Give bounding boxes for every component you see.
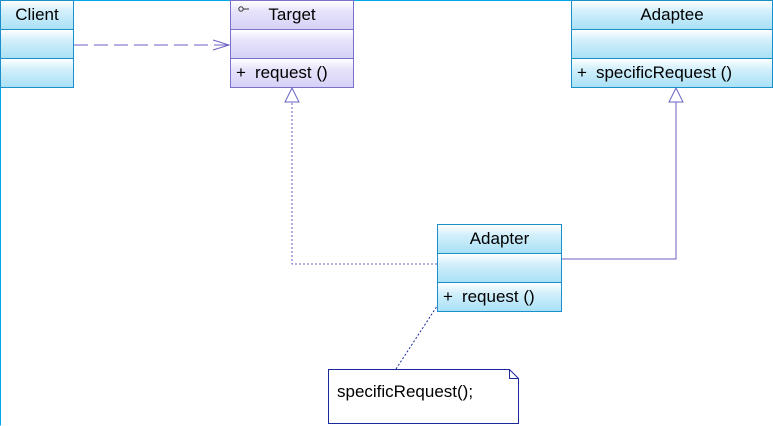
visibility: + xyxy=(236,63,246,82)
operation-name: request () xyxy=(461,287,535,306)
note[interactable]: specificRequest(); xyxy=(328,369,519,424)
attributes-compartment xyxy=(231,30,353,59)
interface-target[interactable]: Target + request () xyxy=(230,0,354,88)
operation-specific-request: + specificRequest () xyxy=(572,59,772,87)
note-text: specificRequest(); xyxy=(337,382,474,401)
operation-name: specificRequest () xyxy=(595,63,732,82)
class-name: Client xyxy=(1,1,73,30)
realization-adapter-target[interactable] xyxy=(284,86,437,265)
class-name: Target xyxy=(231,1,353,30)
attributes-compartment xyxy=(438,254,561,283)
generalization-adapter-adaptee[interactable] xyxy=(562,86,684,260)
visibility: + xyxy=(577,63,587,82)
class-adapter[interactable]: Adapter + request () xyxy=(437,224,562,312)
dependency-client-target[interactable] xyxy=(74,39,231,51)
class-name: Adapter xyxy=(438,225,561,254)
class-client[interactable]: Client xyxy=(0,0,74,88)
interface-icon xyxy=(238,4,250,16)
note-anchor-line[interactable] xyxy=(395,299,442,370)
note-outline xyxy=(328,369,519,424)
class-adaptee[interactable]: Adaptee + specificRequest () xyxy=(571,0,773,88)
operations-compartment xyxy=(1,59,73,87)
visibility: + xyxy=(443,287,453,306)
operation-name: request () xyxy=(254,63,328,82)
attributes-compartment xyxy=(572,30,772,59)
operation-request: + request () xyxy=(231,59,353,87)
operation-request: + request () xyxy=(438,283,561,311)
attributes-compartment xyxy=(1,30,73,59)
class-name: Adaptee xyxy=(572,1,772,30)
